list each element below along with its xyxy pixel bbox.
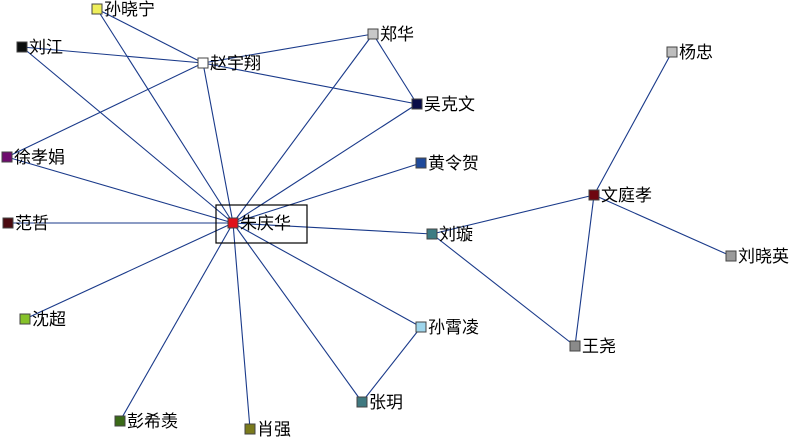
node-yangzhong[interactable]: 杨忠: [666, 43, 713, 63]
edge-wentingxiao-liuxiaoying: [593, 194, 732, 257]
node-label: 赵宇翔: [210, 54, 261, 74]
edge-sunxiaoling-zhangyue: [361, 326, 422, 403]
node-marker[interactable]: [1, 151, 13, 163]
node-zhuqinghua[interactable]: 朱庆华: [215, 204, 308, 244]
edge-liuxuan-wangyao: [431, 233, 576, 347]
edge-wentingxiao-wangyao: [574, 194, 595, 347]
node-liuxiaoying[interactable]: 刘晓英: [725, 247, 789, 267]
node-marker[interactable]: [227, 217, 239, 229]
node-shenchao[interactable]: 沈超: [19, 310, 66, 330]
edge-zhuqinghua-shenchao: [24, 222, 234, 320]
node-label: 刘江: [29, 38, 63, 58]
node-label: 孙晓宁: [104, 0, 155, 20]
node-label: 朱庆华: [240, 214, 291, 234]
node-label: 张玥: [369, 393, 403, 413]
edge-zhuqinghua-huanglinghe: [232, 162, 422, 224]
node-marker[interactable]: [16, 41, 28, 53]
node-label: 杨忠: [679, 43, 713, 63]
node-marker[interactable]: [244, 423, 256, 435]
edge-zhaoyuxiang-wukewen: [202, 62, 418, 105]
node-label: 王尧: [582, 337, 616, 357]
node-wentingxiao[interactable]: 文庭孝: [588, 186, 652, 206]
edge-zhaoyuxiang-zhenghua: [202, 33, 374, 64]
node-marker[interactable]: [91, 3, 103, 15]
node-marker[interactable]: [588, 189, 600, 201]
node-fanzhe[interactable]: 范哲: [2, 214, 49, 234]
node-label: 肖强: [257, 420, 291, 440]
node-wukewen[interactable]: 吴克文: [411, 95, 475, 115]
edge-zhuqinghua-pengxixian: [119, 222, 234, 422]
edge-zhuqinghua-sunxiaoning: [96, 8, 234, 224]
edge-zhuqinghua-xiaoqiang: [232, 222, 251, 430]
node-label: 刘晓英: [738, 247, 789, 267]
edge-zhuqinghua-liujiang: [21, 46, 234, 224]
node-marker[interactable]: [415, 321, 427, 333]
node-label: 郑华: [380, 25, 414, 45]
node-marker[interactable]: [725, 250, 737, 262]
node-liujiang[interactable]: 刘江: [16, 38, 63, 58]
edge-zhuqinghua-liuxuan: [232, 222, 433, 235]
edge-liujiang-zhaoyuxiang: [21, 46, 204, 64]
node-marker[interactable]: [411, 98, 423, 110]
node-marker[interactable]: [426, 228, 438, 240]
edge-liuxuan-wentingxiao: [431, 194, 595, 235]
node-liuxuan[interactable]: 刘璇: [426, 225, 473, 245]
node-xiaoqiang[interactable]: 肖强: [244, 420, 291, 440]
node-label: 彭希羡: [127, 412, 178, 432]
edge-zhenghua-wukewen: [372, 33, 418, 105]
node-marker[interactable]: [114, 415, 126, 427]
edge-zhuqinghua-sunxiaoling: [232, 222, 422, 328]
selected-node-frame: [215, 204, 308, 244]
node-marker[interactable]: [197, 57, 209, 69]
edge-zhaoyuxiang-xuxiaojuan: [6, 62, 204, 158]
node-label: 吴克文: [424, 95, 475, 115]
node-label: 文庭孝: [601, 186, 652, 206]
node-label: 沈超: [32, 310, 66, 330]
node-label: 黄令贺: [428, 154, 479, 174]
node-sunxiaoning[interactable]: 孙晓宁: [91, 0, 155, 20]
node-marker[interactable]: [19, 313, 31, 325]
node-wangyao[interactable]: 王尧: [569, 337, 616, 357]
node-marker[interactable]: [569, 340, 581, 352]
node-zhangyue[interactable]: 张玥: [356, 393, 403, 413]
edge-sunxiaoning-zhaoyuxiang: [96, 8, 204, 64]
node-marker[interactable]: [415, 157, 427, 169]
edge-zhuqinghua-zhenghua: [232, 33, 374, 224]
edges-layer: [6, 8, 732, 430]
node-marker[interactable]: [2, 217, 14, 229]
edge-zhuqinghua-xuxiaojuan: [6, 156, 234, 224]
node-marker[interactable]: [666, 46, 678, 58]
node-huanglinghe[interactable]: 黄令贺: [415, 154, 479, 174]
node-xuxiaojuan[interactable]: 徐孝娟: [1, 148, 65, 168]
node-zhenghua[interactable]: 郑华: [367, 25, 414, 45]
node-label: 刘璇: [439, 225, 473, 245]
node-label: 徐孝娟: [14, 148, 65, 168]
edge-zhuqinghua-wukewen: [232, 103, 418, 224]
node-sunxiaoling[interactable]: 孙霄凌: [415, 318, 479, 338]
edge-zhuqinghua-zhaoyuxiang: [202, 62, 234, 224]
node-zhaoyuxiang[interactable]: 赵宇翔: [197, 54, 261, 74]
edge-wentingxiao-yangzhong: [593, 51, 673, 196]
node-label: 孙霄凌: [428, 318, 479, 338]
node-label: 范哲: [15, 214, 49, 234]
node-marker[interactable]: [356, 396, 368, 408]
edge-zhuqinghua-zhangyue: [232, 222, 363, 403]
node-pengxixian[interactable]: 彭希羡: [114, 412, 178, 432]
node-marker[interactable]: [367, 28, 379, 40]
